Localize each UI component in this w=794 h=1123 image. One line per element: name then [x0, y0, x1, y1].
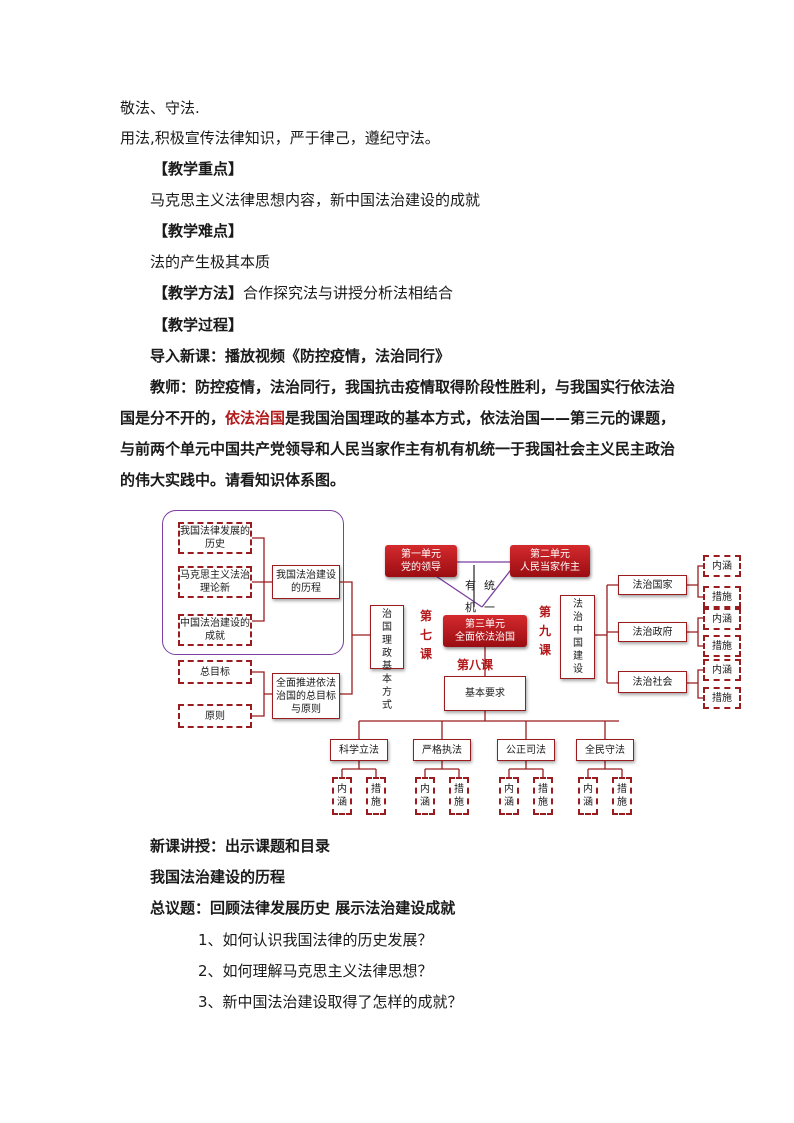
new-lesson-line: 新课讲授：出示课题和目录	[150, 837, 331, 855]
teaching-method-line: 【教学方法】合作探究法与讲授分析法相结合	[153, 283, 453, 303]
question-3: 3、新中国法治建设取得了怎样的成就？	[198, 993, 463, 1011]
req1-cuoshi-box: 措施	[366, 777, 386, 815]
req-enforcement-box: 严格执法	[413, 739, 471, 761]
req1-neihan-box: 内涵	[332, 777, 352, 815]
history-group-frame	[162, 510, 344, 655]
society-cuoshi-box: 措施	[703, 687, 741, 709]
teaching-method-heading: 【教学方法】	[153, 284, 244, 302]
key-points-content: 马克思主义法律思想内容，新中国法治建设的成就	[150, 191, 481, 209]
req-obedience-box: 全民守法	[576, 739, 634, 761]
organic-label: 有机	[465, 579, 476, 614]
unit-1-title: 党的领导	[401, 562, 441, 573]
key-points-heading: 【教学重点】	[153, 160, 244, 178]
req4-cuoshi-box: 措施	[612, 777, 632, 815]
lesson-7-label: 第七课	[419, 609, 432, 661]
unit-2-number: 第二单元	[530, 549, 570, 560]
req4-neihan-box: 内涵	[578, 777, 598, 815]
general-topic-line: 总议题：回顾法律发展历史 展示法治建设成就	[150, 899, 456, 917]
req2-cuoshi-text: 措施	[454, 784, 464, 808]
course-history-box: 我国法治建设的历程	[272, 565, 340, 599]
text-line-2: 用法,积极宣传法律知识，严于律己，遵纪守法。	[120, 129, 440, 147]
unit-3-title: 全面依法治国	[455, 632, 515, 643]
goal-box: 总目标	[178, 660, 252, 684]
req3-neihan-box: 内涵	[499, 777, 519, 815]
req4-cuoshi-text: 措施	[617, 784, 627, 808]
principle-box: 原则	[178, 704, 252, 728]
gov-neihan-box: 内涵	[703, 608, 741, 630]
gov-cuoshi-box: 措施	[703, 635, 741, 657]
basic-requirement-box: 基本要求	[444, 676, 526, 711]
rule-china-text: 法治中国建设	[573, 599, 583, 675]
state-neihan-box: 内涵	[703, 555, 741, 577]
req2-neihan-box: 内涵	[415, 777, 435, 815]
marxism-theory-box: 马克思主义法治理论新	[178, 566, 252, 598]
question-1: 1、如何认识我国法律的历史发展？	[198, 931, 433, 949]
goal-principle-box: 全面推进依法治国的总目标与原则	[272, 673, 340, 719]
req3-cuoshi-box: 措施	[533, 777, 553, 815]
state-cuoshi-box: 措施	[703, 586, 741, 608]
lesson-8-label: 第八课	[457, 658, 494, 672]
unit-2-box: 第二单元 人民当家作主	[510, 545, 590, 577]
unity-label: 统一	[484, 579, 495, 614]
teacher-text-b: 是我国治国理政的基本方式，依法治国——第三元的课题，与前两个单元中国共产党领导和…	[120, 409, 676, 489]
text-line-1: 敬法、守法.	[120, 99, 200, 117]
req1-neihan-text: 内涵	[337, 784, 347, 808]
unit-3-number: 第三单元	[465, 619, 505, 630]
unit-1-number: 第一单元	[401, 549, 441, 560]
req2-neihan-text: 内涵	[420, 784, 430, 808]
teaching-method-content: 合作探究法与讲授分析法相结合	[243, 284, 454, 302]
question-2: 2、如何理解马克思主义法律思想？	[198, 962, 433, 980]
rule-gov-box: 法治政府	[618, 622, 687, 642]
req4-neihan-text: 内涵	[583, 784, 593, 808]
unit-3-box: 第三单元 全面依法治国	[443, 615, 527, 647]
teacher-text-highlight: 依法治国	[225, 409, 286, 427]
diagram-connectors	[252, 537, 703, 777]
rule-society-box: 法治社会	[618, 671, 687, 693]
lesson-9-label: 第九课	[538, 605, 551, 657]
topic-line: 我国法治建设的历程	[150, 868, 286, 886]
basic-mode-text: 治国理政基本方式	[382, 609, 392, 711]
req-justice-box: 公正司法	[497, 739, 555, 761]
knowledge-system-diagram: 我国法律发展的历史 马克思主义法治理论新 中国法治建设的成就 我国法治建设的历程…	[160, 505, 750, 820]
teaching-process-heading: 【教学过程】	[153, 316, 244, 334]
difficult-points-content: 法的产生极其本质	[150, 253, 271, 271]
intro-line: 导入新课：播放视频《防控疫情，法治同行》	[150, 347, 451, 365]
req2-cuoshi-box: 措施	[449, 777, 469, 815]
req-legislation-box: 科学立法	[330, 739, 388, 761]
china-achievement-box: 中国法治建设的成就	[178, 614, 252, 646]
req3-cuoshi-text: 措施	[538, 784, 548, 808]
society-neihan-box: 内涵	[703, 659, 741, 681]
unit-2-title: 人民当家作主	[520, 562, 580, 573]
difficult-points-heading: 【教学难点】	[153, 222, 244, 240]
teacher-paragraph: 教师：防控疫情，法治同行，我国抗击疫情取得阶段性胜利，与我国实行依法治国是分不开…	[120, 372, 676, 496]
law-history-box: 我国法律发展的历史	[178, 522, 252, 554]
unit-1-box: 第一单元 党的领导	[385, 545, 457, 577]
req1-cuoshi-text: 措施	[371, 784, 381, 808]
req3-neihan-text: 内涵	[504, 784, 514, 808]
rule-state-box: 法治国家	[618, 575, 687, 595]
teacher-text-a: 教师：防控疫情，法治同行，我国抗击疫情取得阶段性胜利，与我国实行依法治国是分不开…	[120, 378, 676, 427]
rule-china-box	[560, 595, 595, 679]
basic-mode-box	[370, 605, 404, 669]
